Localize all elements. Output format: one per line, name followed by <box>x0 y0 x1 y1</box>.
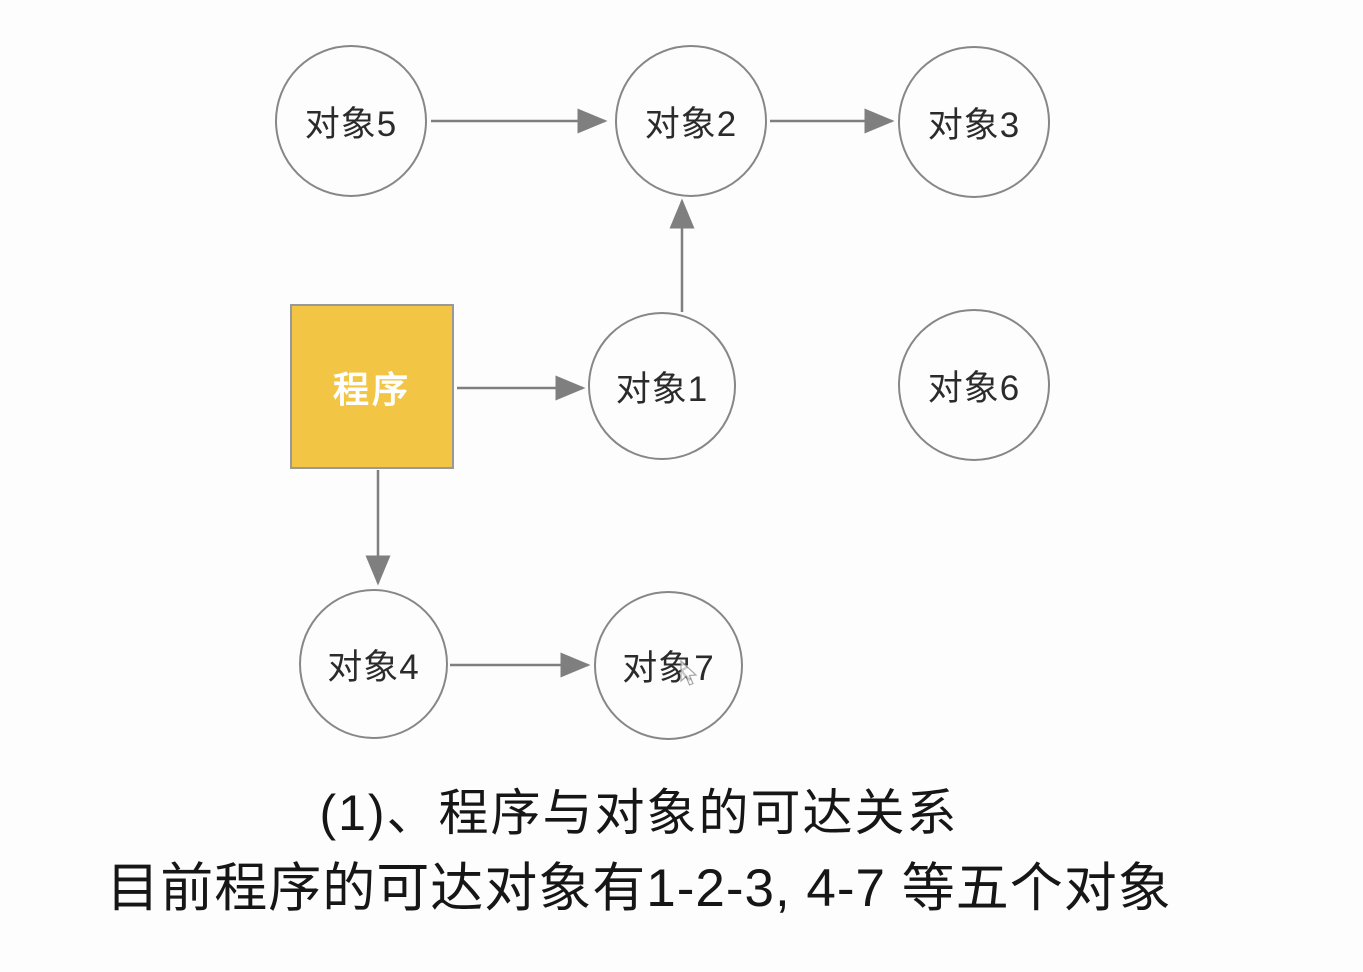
mouse-cursor-icon <box>680 660 698 686</box>
node-object3: 对象3 <box>898 46 1050 198</box>
caption-subtitle: 目前程序的可达对象有1-2-3, 4-7 等五个对象 <box>106 859 1172 918</box>
node-object2: 对象2 <box>615 45 767 197</box>
node-object5: 对象5 <box>275 45 427 197</box>
node-object4-label: 对象4 <box>327 647 420 687</box>
node-object6-label: 对象6 <box>927 368 1021 408</box>
node-object6: 对象6 <box>898 309 1050 461</box>
node-object7: 对象7 <box>594 591 743 740</box>
node-object1-label: 对象1 <box>615 369 709 409</box>
caption-title: (1)、程序与对象的可达关系 <box>319 785 959 841</box>
node-object7-label: 对象7 <box>622 649 715 688</box>
node-object5-label: 对象5 <box>304 104 398 144</box>
program-node: 程序 <box>290 304 454 469</box>
node-object2-label: 对象2 <box>644 104 738 144</box>
node-object4: 对象4 <box>299 589 448 739</box>
node-object1: 对象1 <box>588 312 736 460</box>
node-object3-label: 对象3 <box>927 105 1021 145</box>
program-node-label: 程序 <box>332 368 411 410</box>
caption: (1)、程序与对象的可达关系 目前程序的可达对象有1-2-3, 4-7 等五个对… <box>0 781 1278 921</box>
